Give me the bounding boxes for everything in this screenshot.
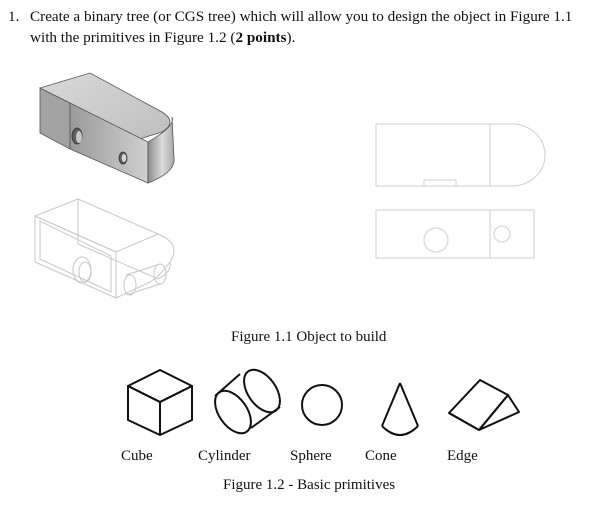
question-line-2-start: with the primitives in Figure 1.2 ( bbox=[30, 29, 236, 46]
label-edge: Edge bbox=[447, 448, 478, 464]
label-cone: Cone bbox=[365, 448, 397, 464]
question-text: Create a binary tree (or CGS tree) which… bbox=[30, 6, 595, 48]
figure-1-2-caption: Figure 1.2 - Basic primitives bbox=[223, 477, 396, 493]
question-line-2-end: ). bbox=[286, 29, 296, 46]
figure-1-1-caption: Figure 1.1 Object to build bbox=[231, 329, 387, 345]
label-sphere: Sphere bbox=[290, 448, 332, 464]
question-line-1: Create a binary tree (or CGS tree) which… bbox=[30, 8, 573, 25]
label-cube: Cube bbox=[121, 448, 153, 464]
question-points: 2 points bbox=[235, 29, 287, 46]
question-number: 1. bbox=[8, 8, 20, 25]
label-cylinder: Cylinder bbox=[198, 448, 251, 464]
